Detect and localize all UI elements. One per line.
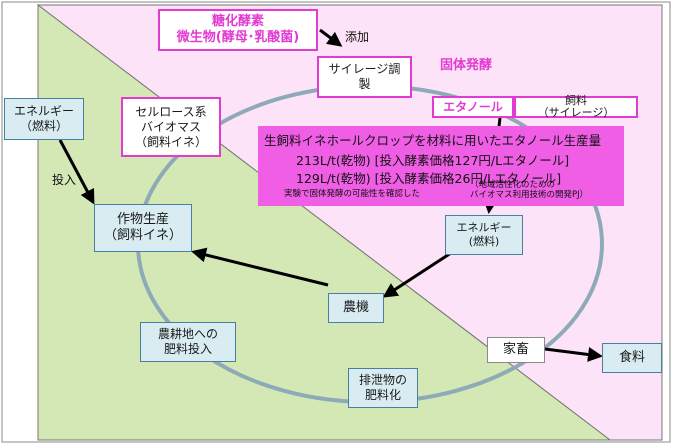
feed-silage-box: 飼料 （サイレージ） [514, 95, 638, 118]
agri-machine-box: 農機 [328, 293, 384, 323]
input-label: 投入 [52, 173, 77, 187]
fertilizer-input-box: 農耕地への 肥料投入 [140, 322, 236, 362]
cellulose-biomass-box: セルロース系 バイオマス （飼料イネ） [121, 97, 221, 157]
result-line-3: 129L/t(乾物) [投入酵素価格26円/Lエタノール] [296, 171, 562, 186]
crop-production-box: 作物生産 （飼料イネ） [94, 204, 192, 252]
ethanol-result-box: 生飼料イネホールクロップを材料に用いたエタノール生産量 213L/t(乾物) [… [258, 126, 624, 206]
ethanol-box: エタノール [432, 96, 514, 118]
project-label: （地域活性化のための バイオマス利用技術の開発PJ） [470, 180, 589, 200]
arrow-machine-to-crop [191, 247, 329, 287]
add-label: 添加 [345, 30, 370, 44]
result-line-2: 213L/t(乾物) [投入酵素価格127円/Lエタノール] [296, 153, 570, 168]
enzyme-box: 糖化酵素 微生物(酵母･乳酸菌) [158, 9, 318, 51]
arrow-energy-to-machine [382, 251, 452, 298]
solid-fermentation-label: 固体発酵 [440, 58, 493, 73]
energy-fuel-left-box: エネルギー （燃料） [4, 98, 84, 140]
result-note: 実験で固体発酵の可能性を確認した [284, 189, 421, 199]
arrow-livestock-to-food [544, 347, 603, 362]
silage-prep-box: サイレージ調 製 [317, 56, 412, 98]
result-line-1: 生飼料イネホールクロップを材料に用いたエタノール生産量 [264, 133, 602, 148]
food-box: 食料 [602, 343, 662, 373]
arrow-energy-to-crop [58, 139, 95, 205]
arrow-enzyme-to-silage [319, 28, 343, 47]
livestock-box: 家畜 [487, 337, 545, 363]
manure-fertilizer-box: 排泄物の 肥料化 [348, 368, 418, 408]
energy-fuel-center-box: エネルギー (燃料) [445, 215, 523, 255]
